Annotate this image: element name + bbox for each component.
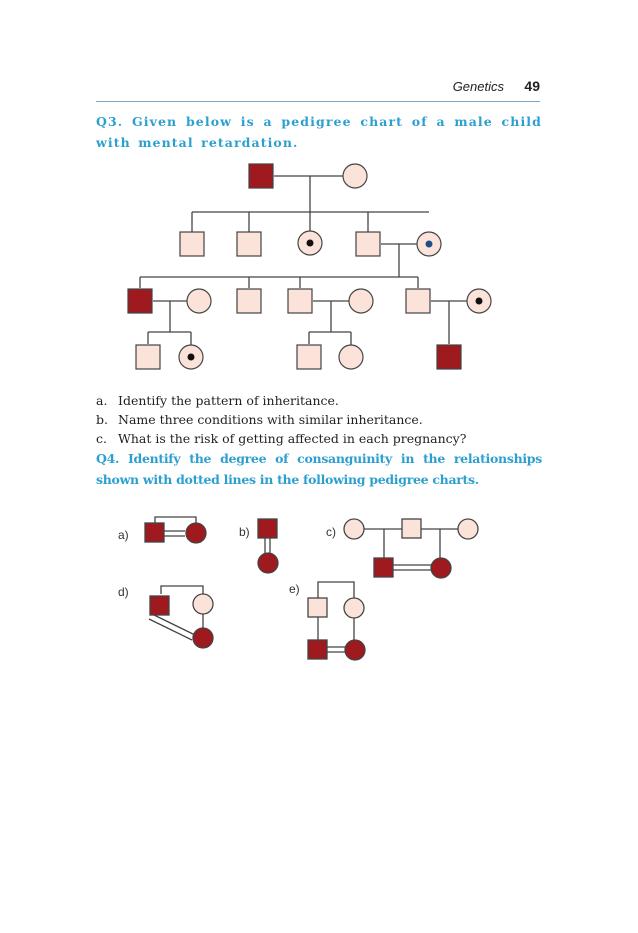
male-symbol [355, 231, 381, 257]
item-text: Identify the pattern of inheritance. [118, 393, 339, 408]
female-symbol [342, 163, 368, 189]
q4-panel-b [257, 518, 279, 574]
question-4: Q4. Identify the degree of consanguinity… [96, 451, 542, 487]
list-item: c. What is the risk of getting affected i… [96, 429, 546, 448]
q4-panel-c [343, 518, 479, 579]
male-symbol [405, 288, 431, 314]
female-symbol [348, 288, 374, 314]
panel-label-e: e) [289, 582, 300, 596]
affected-male-symbol [248, 163, 274, 189]
male-symbol [135, 344, 161, 370]
affected-male-symbol [436, 344, 462, 370]
item-label: a. [96, 393, 108, 408]
q4-panel-labels: a) b) c) d) e) [118, 525, 336, 599]
q4-panel-d [148, 585, 214, 649]
header-rule [96, 101, 540, 102]
q3-pedigree-individuals [127, 163, 492, 370]
q4-panel-a [144, 516, 207, 544]
q3-sub-questions: a. Identify the pattern of inheritance. b… [96, 391, 546, 448]
item-label: c. [96, 431, 107, 446]
item-text: Name three conditions with similar inher… [118, 412, 423, 427]
section-title: Genetics [452, 79, 504, 94]
male-symbol [296, 344, 322, 370]
panel-label-c: c) [326, 525, 336, 539]
question-3: Q3. Given below is a pedigree chart of a… [96, 114, 542, 150]
panel-label-b: b) [239, 525, 250, 539]
item-text: What is the risk of getting affected in … [118, 431, 467, 446]
male-symbol [236, 288, 262, 314]
panel-label-a: a) [118, 528, 129, 542]
q3-pedigree-chart [139, 175, 467, 345]
list-item: a. Identify the pattern of inheritance. [96, 391, 546, 410]
male-symbol [179, 231, 205, 257]
affected-male-symbol [127, 288, 153, 314]
page-number: 49 [524, 78, 540, 94]
female-symbol [338, 344, 364, 370]
male-symbol [236, 231, 262, 257]
panel-label-d: d) [118, 585, 129, 599]
list-item: b. Name three conditions with similar inh… [96, 410, 546, 429]
q4-panel-e [307, 581, 366, 661]
male-symbol [287, 288, 313, 314]
item-label: b. [96, 412, 108, 427]
running-header: Genetics 49 [96, 78, 540, 100]
female-symbol [186, 288, 212, 314]
